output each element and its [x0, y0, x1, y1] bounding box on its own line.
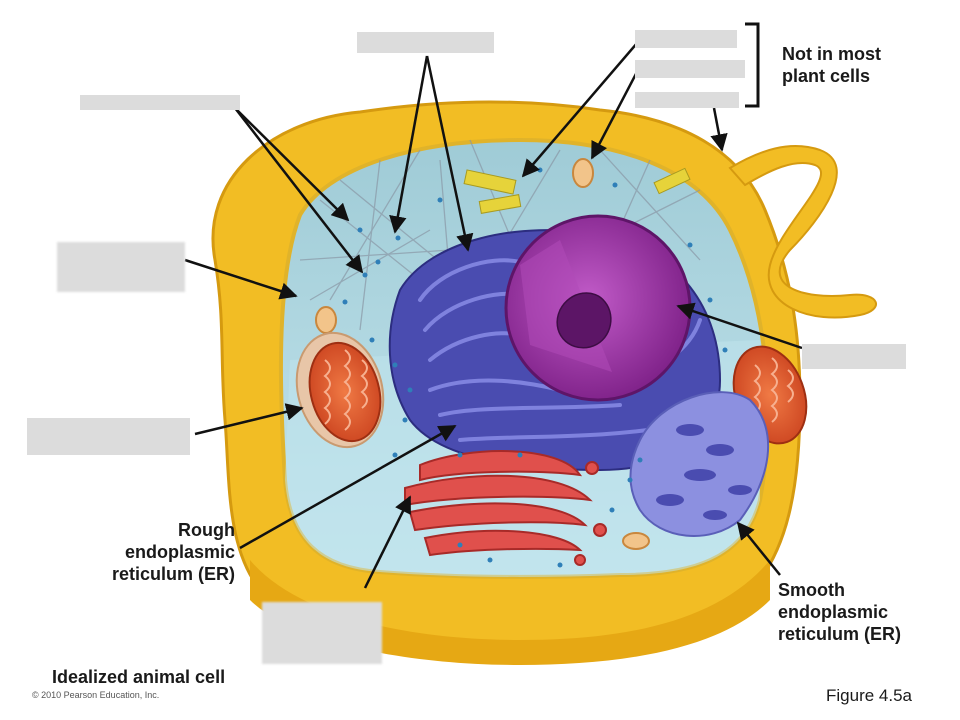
- label-mask-lysosome: [635, 60, 745, 78]
- label-line: reticulum (ER): [778, 624, 902, 644]
- ribosomes: [342, 167, 728, 568]
- label-smooth-er: Smooth endoplasmic reticulum (ER): [778, 579, 901, 645]
- leader-lines: [184, 41, 803, 589]
- copyright-notice: © 2010 Pearson Education, Inc.: [32, 690, 160, 700]
- label-line: Not in most: [782, 44, 881, 64]
- label-line: endoplasmic: [124, 542, 235, 562]
- label-line: Smooth: [778, 580, 845, 600]
- label-mask-cytoskeleton: [80, 95, 240, 110]
- figure-number: Figure 4.5a: [826, 686, 912, 705]
- label-line: plant cells: [782, 66, 871, 86]
- bracket: [745, 22, 760, 108]
- smooth-er: [629, 391, 770, 537]
- label-mask-membrane: [57, 242, 185, 292]
- label-line: reticulum (ER): [111, 564, 235, 584]
- figure-title: Idealized animal cell: [52, 667, 226, 687]
- nucleolus: [556, 292, 612, 349]
- label-rough-er: Rough endoplasmic reticulum (ER): [60, 519, 235, 585]
- label-mask-centrosome: [635, 30, 737, 48]
- lysosome: [315, 158, 650, 550]
- label-line: Rough: [178, 520, 235, 540]
- mitochondrion-left: [295, 331, 385, 449]
- label-mask-golgi: [262, 602, 382, 664]
- nucleus: [504, 214, 692, 402]
- golgi-apparatus: [404, 450, 607, 566]
- label-line: endoplasmic: [778, 602, 889, 622]
- label-mask-top: [357, 32, 494, 53]
- centrioles: [463, 167, 691, 214]
- label-mask-flagellum: [635, 92, 739, 108]
- label-mask-mitochondrion: [27, 418, 190, 455]
- flagellum: [728, 145, 877, 319]
- label-not-in-most-plant-cells: Not in most plant cells: [782, 43, 881, 87]
- label-mask-nucleus: [802, 344, 906, 369]
